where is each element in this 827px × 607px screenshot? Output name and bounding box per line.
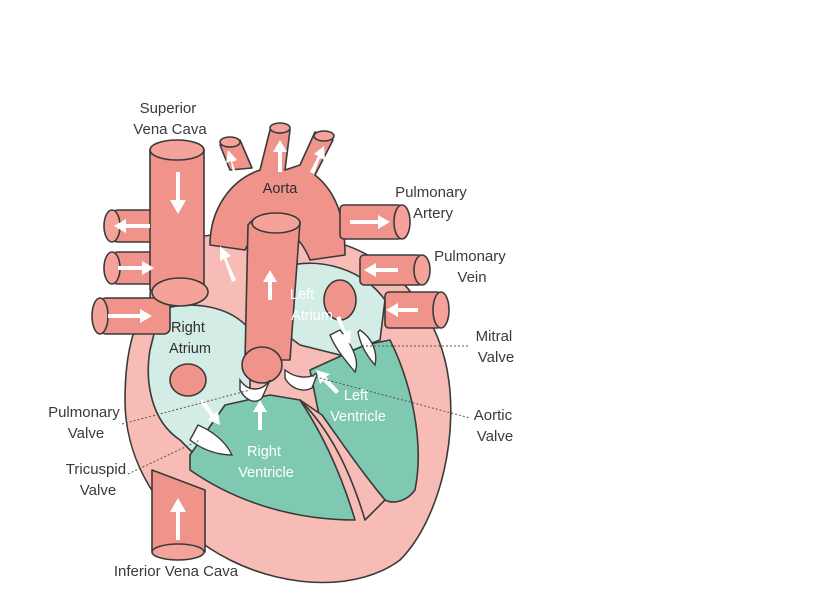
right-atrium-opening <box>169 363 207 397</box>
leader-lines <box>121 345 471 475</box>
arrow-left-vessel-2 <box>118 261 154 275</box>
aortic-valve-leaflet <box>284 368 319 391</box>
arrow-la-down <box>336 316 351 344</box>
arrow-pulm-vein-1 <box>364 263 398 277</box>
tricuspid-valve-leaflet <box>189 424 234 456</box>
label-right-atrium: Right Atrium <box>169 320 211 357</box>
arrow-ivc-up <box>170 498 186 540</box>
label-pulmonary-valve: Pulmonary Valve <box>48 404 124 442</box>
aortic-root <box>241 346 283 384</box>
arrow-pulm-vein-2 <box>386 303 418 317</box>
label-mitral-valve: Mitral Valve <box>476 328 517 366</box>
label-superior-vena-cava: Superior Vena Cava <box>133 100 207 138</box>
label-left-ventricle: Left Ventricle <box>330 388 386 425</box>
label-right-ventricle: Right Ventricle <box>238 444 294 481</box>
label-aorta: Aorta <box>263 181 299 197</box>
right-ventricle-chamber <box>189 394 356 521</box>
mitral-valve-leaflet-2 <box>357 329 377 367</box>
arrow-pulm-artery <box>350 215 390 229</box>
arrow-left-vessel-1 <box>114 219 150 233</box>
label-left-atrium: Left Atrium <box>290 287 333 324</box>
mitral-valve-leaflet <box>329 329 358 374</box>
pulmonary-trunk <box>244 212 301 361</box>
arrow-aorta-down <box>220 246 236 282</box>
flow-arrows <box>108 140 418 540</box>
label-pulmonary-vein: Pulmonary Vein <box>434 248 510 286</box>
arrow-trunk-up <box>263 270 277 300</box>
label-inferior-vena-cava: Inferior Vena Cava <box>114 563 239 580</box>
superior-vena-cava <box>149 139 209 307</box>
arrow-aorta-3 <box>310 146 325 174</box>
arrow-rv-up <box>253 400 267 430</box>
arrow-lv-up <box>316 370 339 394</box>
arrow-left-vessel-3 <box>108 309 152 323</box>
septum <box>299 399 386 521</box>
arrow-svc-down <box>170 172 186 214</box>
pulmonary-valve-leaflet <box>239 377 271 402</box>
arrow-ra-down <box>200 399 220 425</box>
label-tricuspid-valve: Tricuspid Valve <box>66 461 130 499</box>
label-pulmonary-artery: Pulmonary Artery <box>395 184 471 222</box>
aorta <box>209 122 346 261</box>
arrow-aorta-1 <box>226 150 238 180</box>
arrow-aorta-2 <box>273 140 287 172</box>
leader-tricuspid <box>127 439 201 475</box>
label-aortic-valve: Aortic Valve <box>474 407 517 445</box>
leader-aortic <box>311 375 471 419</box>
